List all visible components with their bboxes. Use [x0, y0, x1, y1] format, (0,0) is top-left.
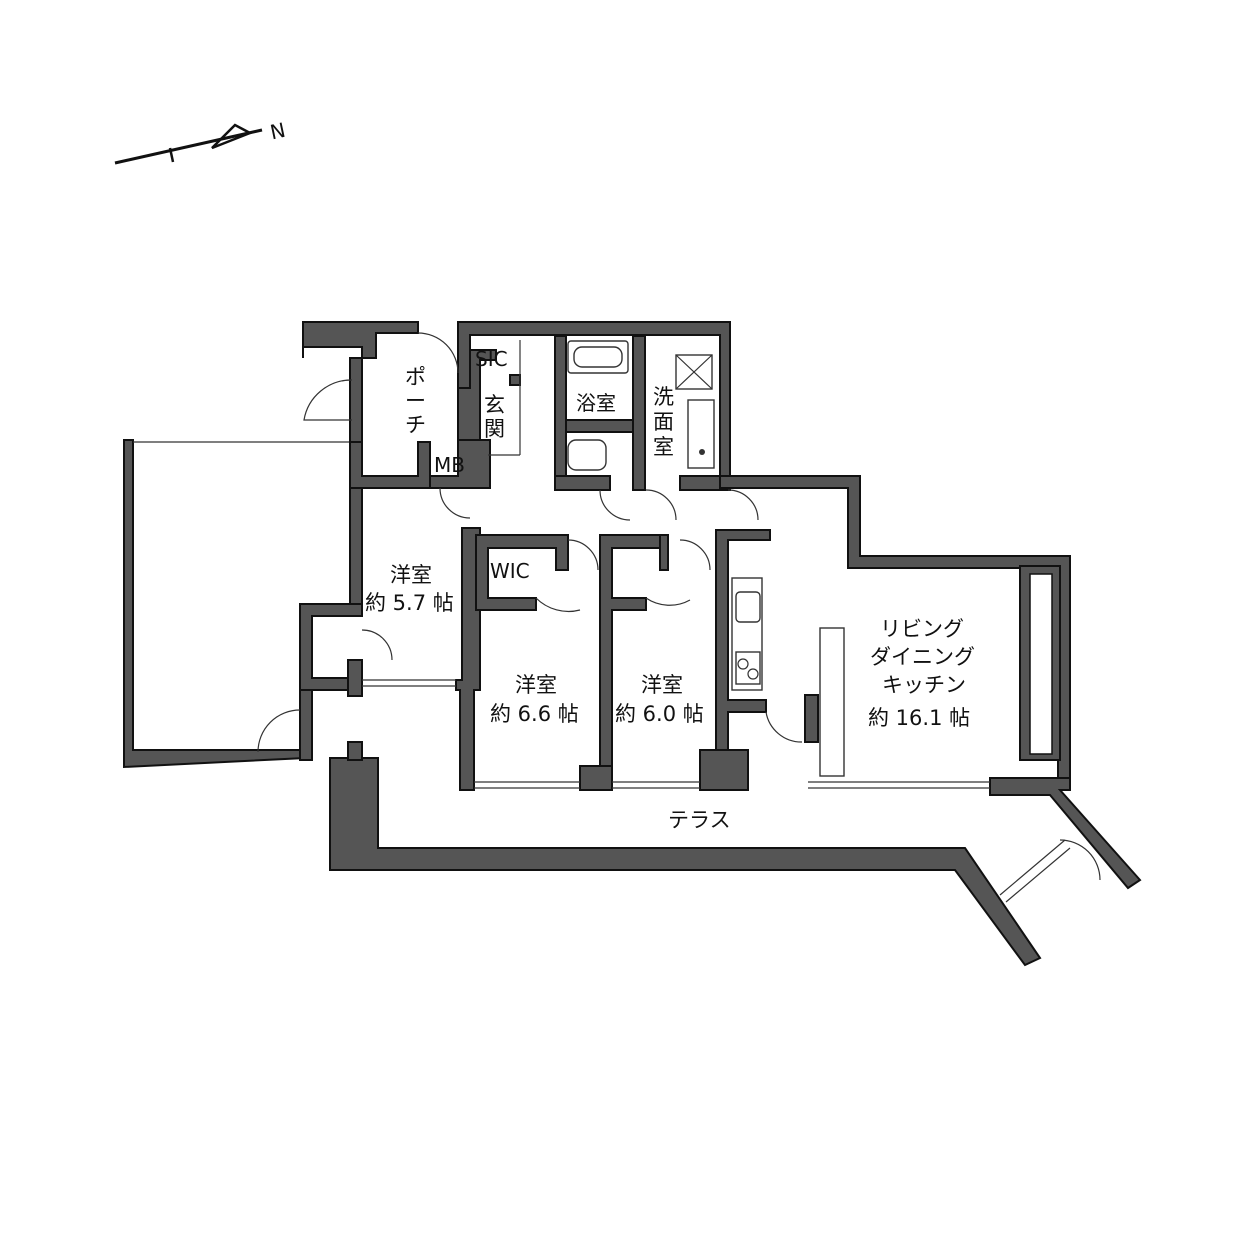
- ldk-line3: キッチン: [882, 673, 966, 697]
- ldk-size: 約 16.1 帖: [868, 706, 970, 730]
- washroom-label-1: 洗: [653, 385, 674, 409]
- entrance-label-2: 関: [484, 417, 505, 441]
- ldk-line2: ダイニング: [870, 645, 975, 669]
- western3-name: 洋室: [641, 673, 683, 697]
- mb-label: MB: [434, 453, 465, 477]
- wic-label: WIC: [490, 559, 530, 583]
- bath-label: 浴室: [576, 391, 616, 415]
- sic-label: SIC: [475, 347, 508, 371]
- washroom-label-2: 面: [653, 410, 674, 434]
- north-label: N: [268, 118, 288, 145]
- fixtures: [488, 340, 845, 777]
- western1-size: 約 5.7 帖: [365, 591, 454, 615]
- western3-size: 約 6.0 帖: [615, 702, 704, 726]
- room-labels: ポ ー チ SIC 玄 関 MB 浴室 洗 面 室 WIC 洋室 約 5.7 帖…: [365, 347, 975, 832]
- north-arrow-icon: N: [114, 118, 288, 165]
- western2-name: 洋室: [515, 673, 557, 697]
- doors: [257, 332, 1101, 881]
- washroom-label-3: 室: [653, 435, 674, 459]
- western1-name: 洋室: [390, 563, 432, 587]
- porch-label-3: チ: [405, 413, 426, 437]
- terrace-label: テラス: [668, 808, 731, 832]
- interior-walls: [299, 349, 819, 791]
- ldk-line1: リビング: [880, 617, 964, 641]
- porch-label-1: ポ: [405, 365, 426, 389]
- western2-size: 約 6.6 帖: [490, 702, 579, 726]
- windows: [362, 679, 1071, 903]
- porch-label-2: ー: [405, 389, 426, 413]
- exterior-walls: [302, 321, 1142, 967]
- entrance-label-1: 玄: [484, 393, 505, 417]
